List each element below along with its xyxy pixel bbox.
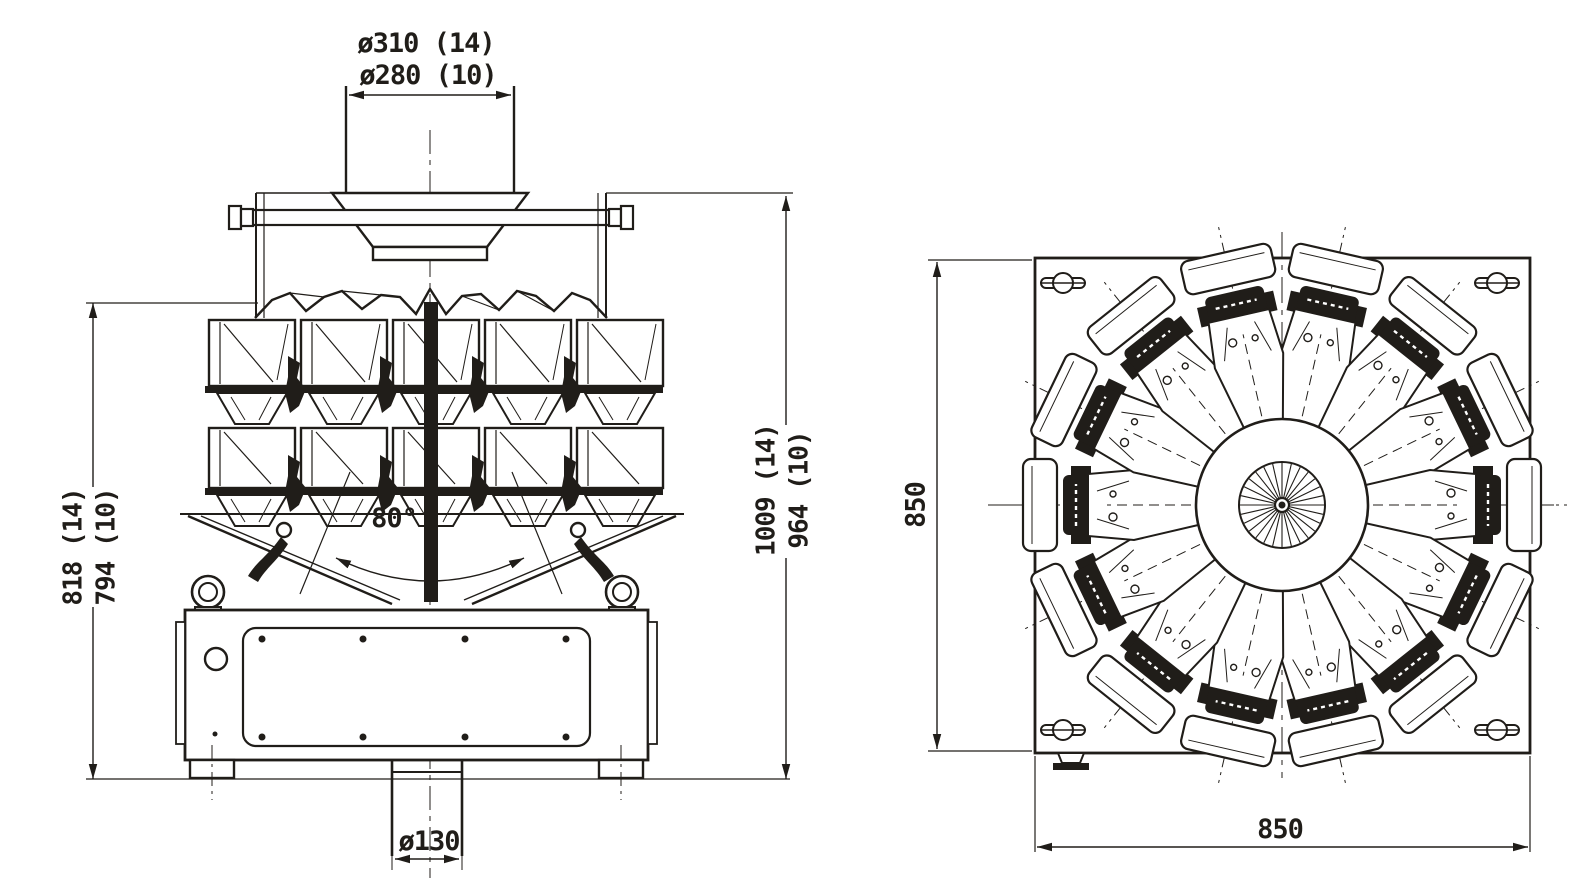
dimension-plate-height: 850 [901,259,1032,752]
dim-label-height-left-10: 794 (10) [92,488,122,605]
product-top-detail [289,290,555,312]
base-port-circle [203,646,229,672]
dimension-right-height: 1009 (14) 964 (10) [606,192,815,779]
front-view: ø310 (14) ø280 (10) 818 (14) 794 (10) 10… [59,28,815,878]
product-top-profile [254,286,608,319]
pedestal-column [390,760,464,870]
central-column [424,302,438,602]
weigh-hopper-rows [205,302,665,602]
top-view: 850 850 [901,215,1569,852]
dim-label-height-right-14: 1009 (14) [752,424,782,556]
dim-label-plate-width: 850 [1257,814,1303,845]
dim-label-top-dia-10: ø280 (10) [359,60,496,91]
dimension-top-diameter: ø310 (14) ø280 (10) [349,28,511,100]
discharge-cone [180,471,684,606]
dim-label-column-dia: ø130 [398,826,459,857]
dimension-left-height: 818 (14) 794 (10) [59,302,258,779]
dimension-discharge-angle: 80° [335,503,525,582]
dim-label-height-left-14: 818 (14) [59,488,89,605]
dim-label-angle: 80° [371,503,417,534]
plate-foot [1053,752,1089,770]
dim-label-plate-height: 850 [901,482,932,528]
support-bar [227,192,635,318]
dispersion-disc [1194,417,1370,593]
dimension-column-diameter: ø130 [395,826,461,864]
base-frame [86,574,790,800]
dim-label-height-right-10: 964 (10) [785,431,815,548]
dim-label-top-dia-14: ø310 (14) [357,28,494,59]
dimension-plate-width: 850 [1034,756,1531,852]
